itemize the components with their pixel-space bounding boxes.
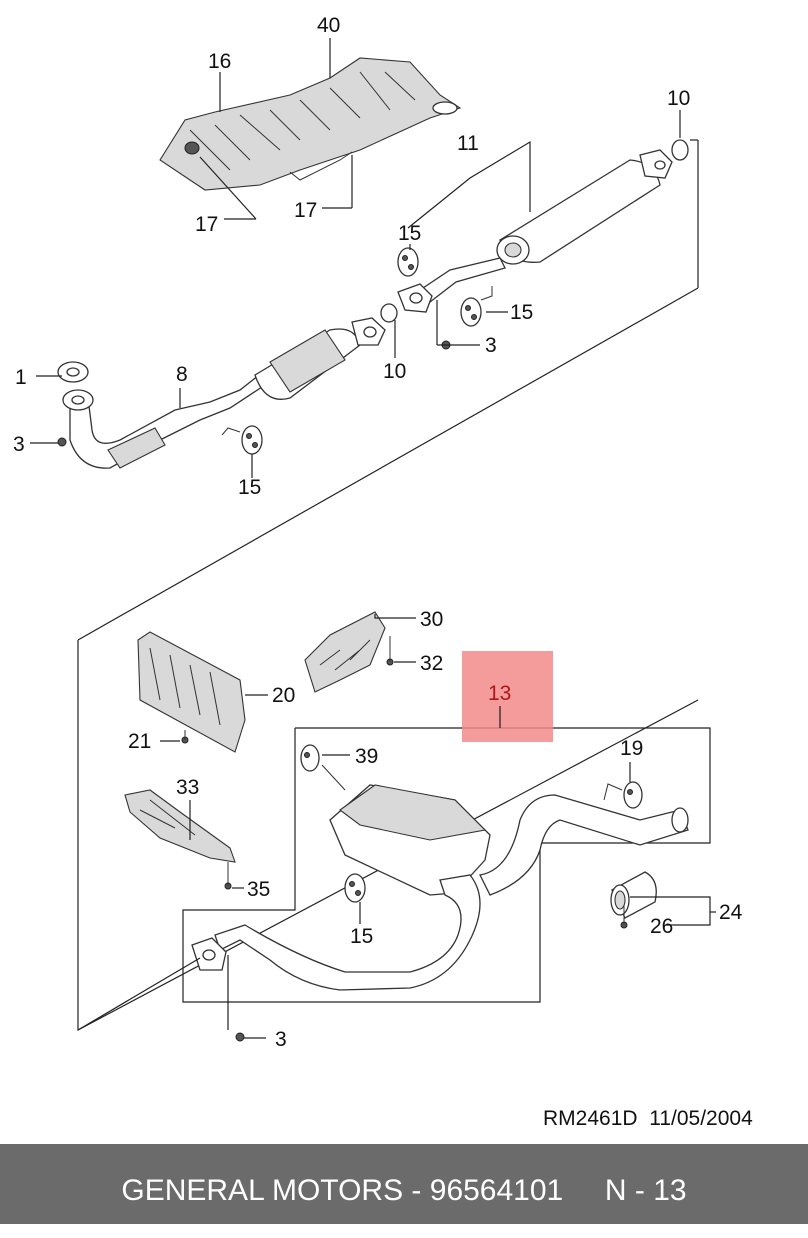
callout-26: 26 bbox=[650, 915, 673, 938]
rubber-hanger-part-19 bbox=[603, 781, 643, 809]
callout-3-a: 3 bbox=[485, 334, 497, 357]
callout-labels: 40 16 17 17 10 11 15 15 3 10 1 8 3 15 30… bbox=[13, 14, 743, 1051]
callout-3-b: 3 bbox=[13, 433, 25, 456]
rubber-hanger-part-15-d bbox=[344, 873, 366, 903]
callout-1: 1 bbox=[15, 366, 27, 389]
callout-13: 13 bbox=[488, 682, 511, 705]
callout-21: 21 bbox=[128, 730, 151, 753]
callout-19: 19 bbox=[620, 737, 643, 760]
heat-shield-part-30 bbox=[304, 611, 386, 693]
callout-35: 35 bbox=[247, 878, 270, 901]
callout-20: 20 bbox=[272, 684, 295, 707]
diagram-reference-code: RM2461D 11/05/2004 bbox=[543, 1107, 753, 1130]
callout-15-c: 15 bbox=[238, 476, 261, 499]
callout-15-b: 15 bbox=[510, 301, 533, 324]
footer-bar: GENERAL MOTORS - 96564101 N - 13 bbox=[0, 1144, 808, 1224]
gasket-part-10-rear bbox=[671, 139, 689, 161]
callout-32: 32 bbox=[420, 652, 443, 675]
callout-15-a: 15 bbox=[398, 222, 421, 245]
callout-17-b: 17 bbox=[294, 199, 317, 222]
highlight-box-part-13 bbox=[462, 651, 553, 742]
rubber-hanger-part-15-a bbox=[397, 247, 419, 277]
rubber-hanger-part-15-b bbox=[460, 286, 493, 327]
heat-shield-part-40 bbox=[159, 57, 462, 191]
callout-10-b: 10 bbox=[383, 360, 406, 383]
callout-30: 30 bbox=[420, 608, 443, 631]
footer-part-number-text: GENERAL MOTORS - 96564101 N - 13 bbox=[121, 1174, 687, 1207]
heat-shield-part-20 bbox=[137, 631, 268, 753]
center-muffler-part-11 bbox=[397, 149, 673, 313]
callout-8: 8 bbox=[176, 363, 188, 386]
gasket-part-10-front bbox=[380, 303, 398, 323]
front-pipe-part-8 bbox=[57, 317, 386, 469]
callout-15-d: 15 bbox=[350, 925, 373, 948]
nut-part-3-front bbox=[57, 437, 67, 447]
callout-17-a: 17 bbox=[195, 213, 218, 236]
callout-16: 16 bbox=[208, 50, 231, 73]
callout-39: 39 bbox=[355, 745, 378, 768]
callout-40: 40 bbox=[317, 14, 340, 37]
assembly-outline bbox=[77, 139, 699, 1031]
callout-10-a: 10 bbox=[667, 87, 690, 110]
callout-33: 33 bbox=[176, 776, 199, 799]
callout-3-c: 3 bbox=[275, 1028, 287, 1051]
callout-24: 24 bbox=[719, 901, 743, 924]
tail-pipe-tip-part-24 bbox=[610, 871, 657, 919]
rubber-hanger-part-15-c bbox=[221, 425, 263, 455]
callout-11: 11 bbox=[457, 132, 479, 155]
nut-part-3-rear bbox=[235, 1032, 245, 1042]
heat-shield-part-33 bbox=[124, 789, 236, 863]
exhaust-system-diagram: 40 16 17 17 10 11 15 15 3 10 1 8 3 15 30… bbox=[13, 14, 743, 1051]
leader-lines bbox=[30, 38, 716, 1039]
rubber-hanger-part-39 bbox=[300, 744, 320, 772]
rear-muffler-assembly-part-13 bbox=[182, 727, 711, 1003]
